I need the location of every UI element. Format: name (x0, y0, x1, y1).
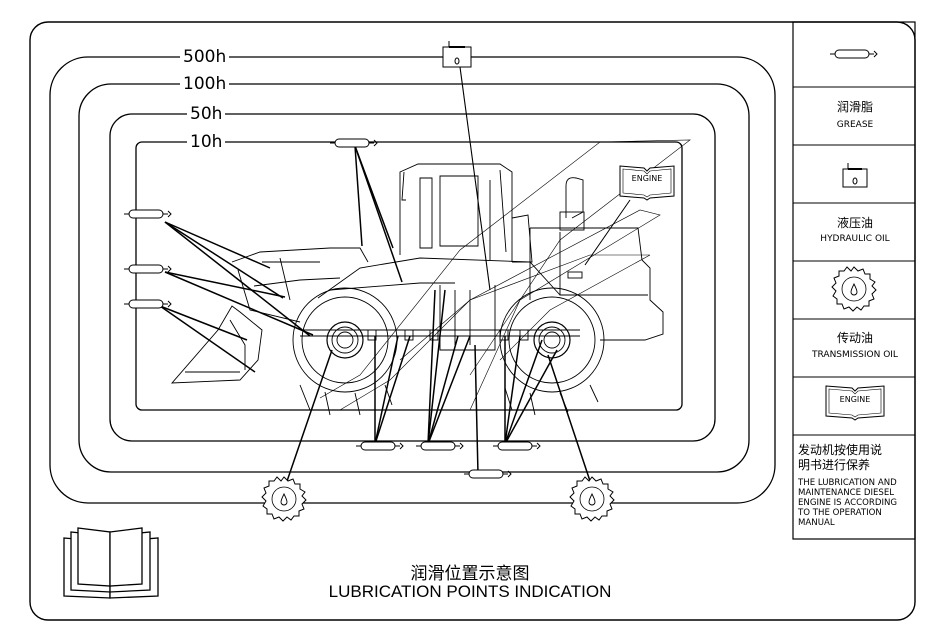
interval-label-100h: 100h (180, 75, 230, 93)
interval-label-500h: 500h (180, 48, 230, 66)
legend-engine-cn-line1: 发动机按使用说 (798, 443, 883, 457)
legend-engine-en-line1: THE LUBRICATION AND (798, 478, 897, 488)
legend-transmission-en: TRANSMISSION OIL (812, 350, 898, 360)
legend-hydraulic-icon (842, 163, 868, 188)
legend-grease-icon (829, 49, 878, 59)
legend-transmission-cn: 传动油 (836, 331, 873, 345)
engine-book-word: ENGINE (632, 174, 663, 183)
diagram-title-en: LUBRICATION POINTS INDICATION (328, 582, 612, 601)
legend-engine-cn-line2: 明书进行保养 (798, 458, 871, 472)
legend-hydraulic-cn: 液压油 (836, 216, 873, 230)
interval-label-50h: 50h (187, 105, 226, 123)
hydraulic-tank-icon (442, 41, 472, 68)
legend-grease-en: GREASE (836, 120, 874, 130)
grease-points (159, 145, 593, 488)
interval-loops (49, 56, 776, 504)
legend-engine-en-line2: MAINTENANCE DIESEL (798, 488, 895, 498)
legend-engine-en-line3: ENGINE IS ACCORDING (798, 498, 898, 508)
legend-engine-en-line4: TO THE OPERATION (798, 508, 882, 518)
legend-hydraulic-en: HYDRAULIC OIL (820, 234, 890, 244)
legend-grease-cn: 润滑脂 (836, 100, 873, 114)
legend-engine-en-line5: MANUAL (798, 518, 835, 528)
engine-manual-book-icon: ENGINE (619, 165, 675, 201)
legend-engine-book-word: ENGINE (840, 395, 871, 404)
interval-label-10h: 10h (187, 133, 226, 151)
open-book-icon (63, 527, 159, 599)
legend-transmission-icon (831, 266, 877, 312)
gear-icons (261, 476, 615, 522)
diagram-title-cn: 润滑位置示意图 (410, 564, 530, 584)
legend-engine-book-icon: ENGINE (825, 385, 885, 421)
